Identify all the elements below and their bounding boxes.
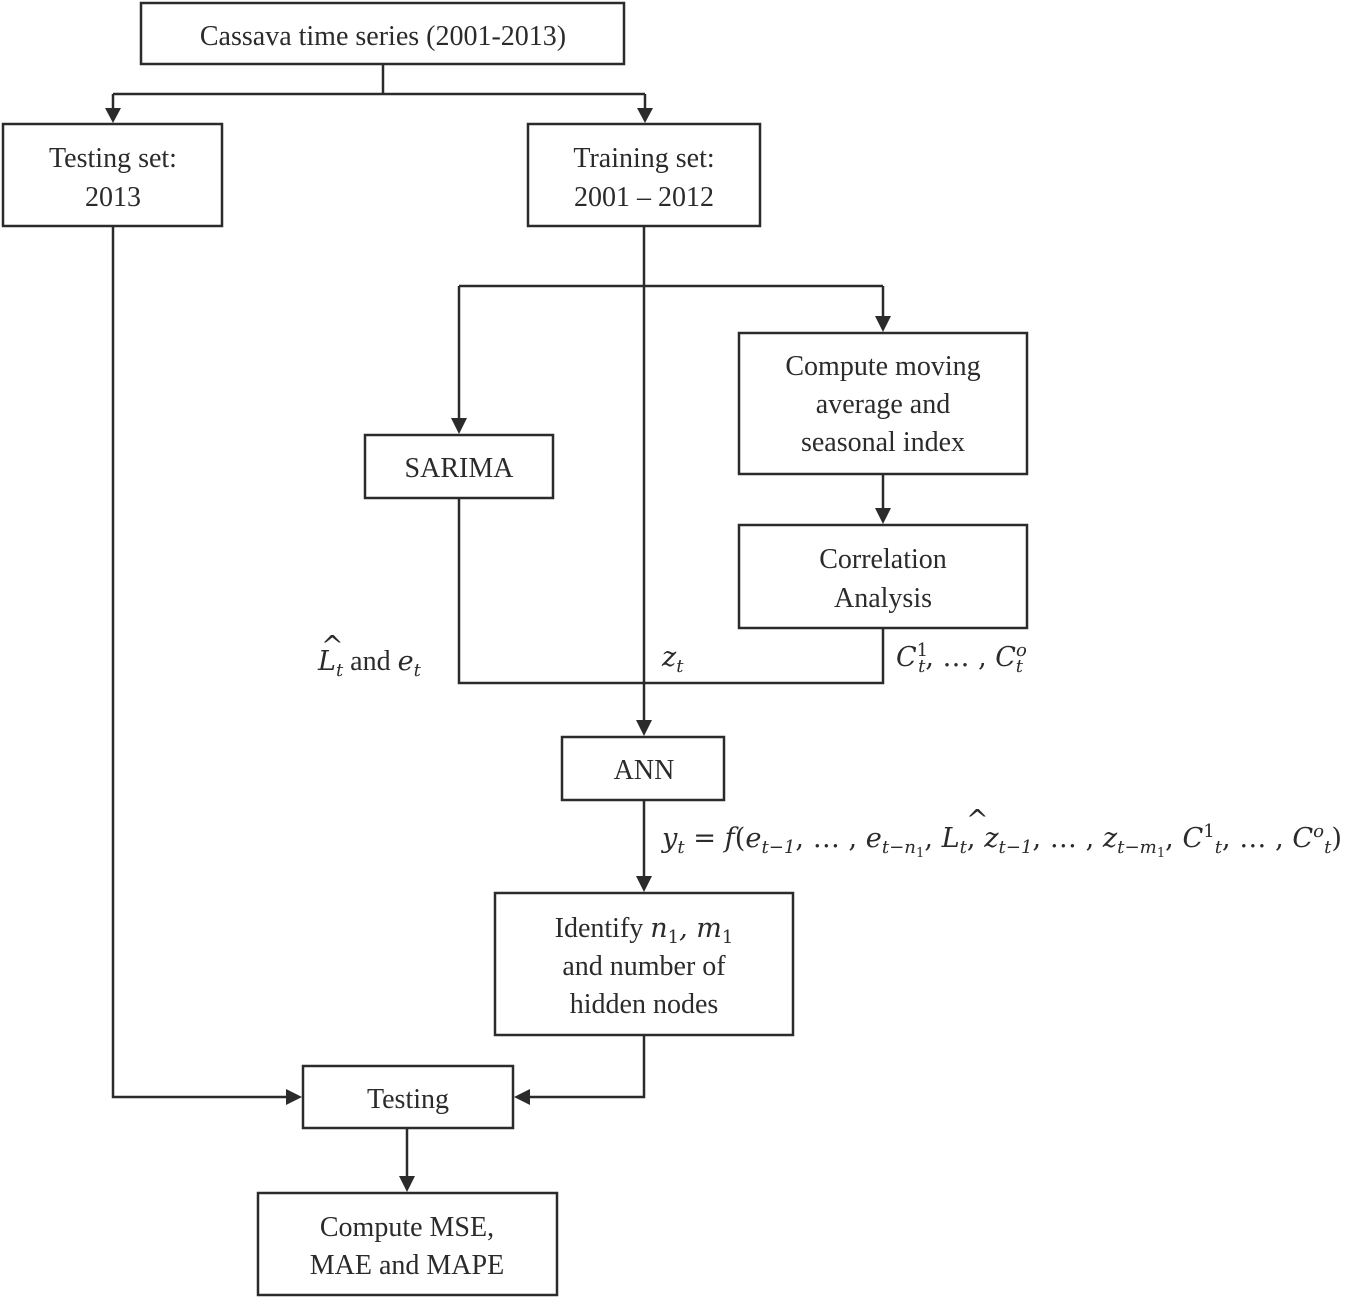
node-source: Cassava time series (2001-2013) — [139, 1, 626, 66]
node-identify-line-3: hidden nodes — [570, 989, 719, 1020]
node-sarima: SARIMA — [363, 433, 555, 500]
node-ann-line-1: ANN — [614, 755, 675, 786]
node-identify: Identify n1, m1 and number of hidden nod… — [493, 891, 795, 1037]
arrowhead-to-correlation — [875, 508, 891, 524]
ann-output-formula: yt = f(et−1, … , et−n1, Lt, zt−1, … , zt… — [661, 821, 1342, 861]
training-output-formula: zt — [661, 642, 684, 677]
edge-label-sarima-output: ^ Lt and et — [317, 631, 422, 681]
connector-testing-set-to-testing — [111, 226, 288, 1099]
connectors — [105, 64, 891, 1192]
node-metrics: Compute MSE, MAE and MAPE — [256, 1191, 559, 1297]
node-identify-line-2: and number of — [562, 951, 726, 982]
arrowhead-to-training-set — [637, 108, 653, 123]
node-correlation: Correlation Analysis — [737, 523, 1029, 630]
node-testing-line-1: Testing — [367, 1084, 449, 1115]
node-training-set-line-1: Training set: — [573, 143, 714, 174]
node-testing-set-line-2: 2013 — [85, 182, 141, 213]
edge-label-ann-output: ^ yt = f(et−1, … , et−n1, Lt, zt−1, … , … — [661, 805, 1342, 861]
node-correlation-line-2: Analysis — [834, 583, 932, 614]
ann-output-hat: ^ — [966, 805, 989, 836]
connector-identify-to-testing — [528, 1035, 646, 1099]
node-training-set: Training set: 2001 – 2012 — [526, 122, 762, 228]
node-sarima-line-1: SARIMA — [405, 453, 515, 484]
node-moving-average-line-3: seasonal index — [801, 427, 965, 458]
node-testing: Testing — [301, 1064, 515, 1130]
arrowhead-to-moving-average — [875, 316, 891, 332]
edge-label-training-output: zt — [661, 642, 684, 677]
node-metrics-line-1: Compute MSE, — [320, 1212, 494, 1243]
arrowhead-left-into-testing — [286, 1089, 302, 1105]
sarima-output-formula: Lt and et — [317, 646, 422, 681]
node-moving-average-line-1: Compute moving — [785, 351, 980, 382]
node-moving-average-line-2: average and — [816, 389, 950, 420]
connector-source-split — [111, 64, 647, 110]
node-metrics-line-2: MAE and MAPE — [310, 1250, 504, 1281]
node-testing-set: Testing set: 2013 — [1, 122, 224, 228]
node-training-set-line-2: 2001 – 2012 — [574, 182, 714, 213]
node-identify-line-1: Identify n1, m1 — [555, 913, 734, 948]
arrowhead-to-metrics — [399, 1176, 415, 1192]
node-ann: ANN — [560, 735, 726, 802]
node-source-line-1: Cassava time series (2001-2013) — [200, 21, 566, 52]
arrowhead-to-testing-set — [105, 108, 121, 123]
node-moving-average: Compute moving average and seasonal inde… — [737, 331, 1029, 476]
arrowhead-right-into-testing — [514, 1089, 530, 1105]
arrowhead-to-ann — [636, 720, 652, 736]
node-testing-set-line-1: Testing set: — [49, 143, 177, 174]
arrowhead-to-sarima — [451, 418, 467, 434]
connector-branch-models — [457, 284, 885, 420]
connector-merge-inputs — [457, 498, 885, 685]
arrowhead-to-identify — [636, 876, 652, 892]
node-correlation-line-1: Correlation — [819, 544, 947, 575]
sarima-output-hat: ^ — [321, 631, 344, 662]
